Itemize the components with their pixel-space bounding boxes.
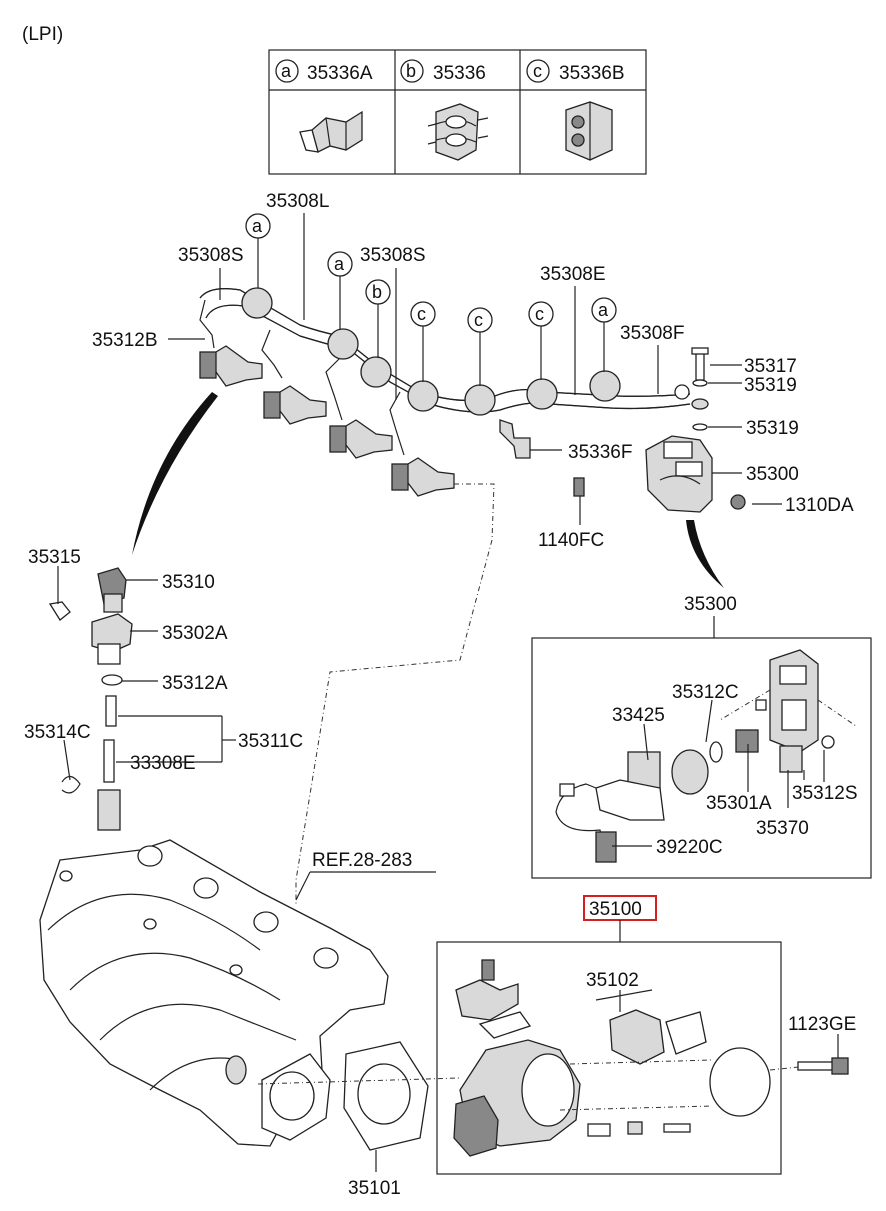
label-35314C: 35314C	[24, 722, 91, 743]
arrow-to-valve-detail	[686, 520, 724, 588]
arrow-to-injector-detail	[132, 392, 218, 555]
label-1123GE: 1123GE	[788, 1014, 856, 1035]
callout-a-1: a	[252, 216, 263, 236]
legend-letter-a: a	[281, 61, 292, 81]
label-35301A: 35301A	[706, 793, 772, 814]
clip-b-icon	[427, 103, 489, 161]
label-35312C: 35312C	[672, 682, 739, 703]
fuel-rail-assembly	[199, 287, 691, 456]
label-33425: 33425	[612, 705, 665, 726]
callout-c-2: c	[474, 310, 483, 330]
legend-code-35336A: 35336A	[307, 63, 373, 84]
callout-a-2: a	[334, 254, 345, 274]
valve-detail-parts	[555, 649, 857, 863]
legend-letter-c: c	[533, 61, 542, 81]
label-35308E: 35308E	[540, 264, 606, 285]
throttle-body-parts	[453, 959, 771, 1157]
top-leaders	[168, 213, 782, 525]
callout-b-1: b	[372, 282, 382, 302]
valve-detail-leaders	[612, 699, 825, 847]
injector-3	[329, 419, 393, 459]
bolt-1123GE	[797, 1057, 849, 1075]
rail-bracket	[499, 419, 585, 497]
label-35300: 35300	[746, 464, 799, 485]
label-35315: 35315	[28, 547, 81, 568]
label-ref-28-283: REF.28-283	[312, 850, 412, 871]
intake-manifold	[39, 839, 389, 1147]
label-35308L: 35308L	[266, 191, 329, 212]
label-35101: 35101	[348, 1178, 401, 1199]
label-35312A: 35312A	[162, 673, 228, 694]
label-1140FC: 1140FC	[538, 530, 604, 551]
label-35370: 35370	[756, 818, 809, 839]
injector-2	[263, 385, 327, 425]
injector-1	[199, 345, 263, 387]
callout-c-3: c	[535, 304, 544, 324]
clip-a-icon	[299, 110, 363, 153]
label-35310: 35310	[162, 572, 215, 593]
injector-detail-leaders	[57, 566, 236, 781]
label-35100: 35100	[589, 899, 642, 920]
throttle-gasket	[343, 1041, 429, 1151]
label-35308F: 35308F	[620, 323, 684, 344]
label-39220C: 39220C	[656, 837, 723, 858]
label-33308E: 33308E	[130, 753, 196, 774]
callout-c-1: c	[417, 304, 426, 324]
injector-detail	[48, 567, 133, 831]
throttle-dashlines	[257, 1059, 809, 1111]
clip-legend-table: a 35336A b 35336 c 35336B	[268, 49, 647, 175]
legend-code-35336B: 35336B	[559, 63, 625, 84]
label-35308S-mid: 35308S	[360, 245, 426, 266]
label-35300-box: 35300	[684, 594, 737, 615]
label-35302A: 35302A	[162, 623, 228, 644]
legend-letter-b: b	[406, 61, 416, 81]
callout-a-3: a	[598, 300, 609, 320]
label-35319-bottom: 35319	[746, 418, 799, 439]
clip-c-icon	[565, 101, 613, 161]
label-35308S-left: 35308S	[178, 245, 244, 266]
label-35319-top: 35319	[744, 375, 797, 396]
label-35102: 35102	[586, 970, 639, 991]
callout-circles: a a b c c c a	[245, 213, 617, 333]
label-35317: 35317	[744, 356, 797, 377]
label-1310DA: 1310DA	[785, 495, 854, 516]
injector-4	[391, 457, 455, 497]
label-35336F: 35336F	[568, 442, 632, 463]
variant-label: (LPI)	[22, 24, 63, 45]
valve-group	[645, 347, 746, 513]
label-35312B: 35312B	[92, 330, 158, 351]
legend-code-35336: 35336	[433, 63, 486, 84]
label-35311C: 35311C	[238, 731, 303, 752]
label-35312S: 35312S	[792, 783, 858, 804]
injector-to-manifold-dashline	[295, 483, 495, 905]
